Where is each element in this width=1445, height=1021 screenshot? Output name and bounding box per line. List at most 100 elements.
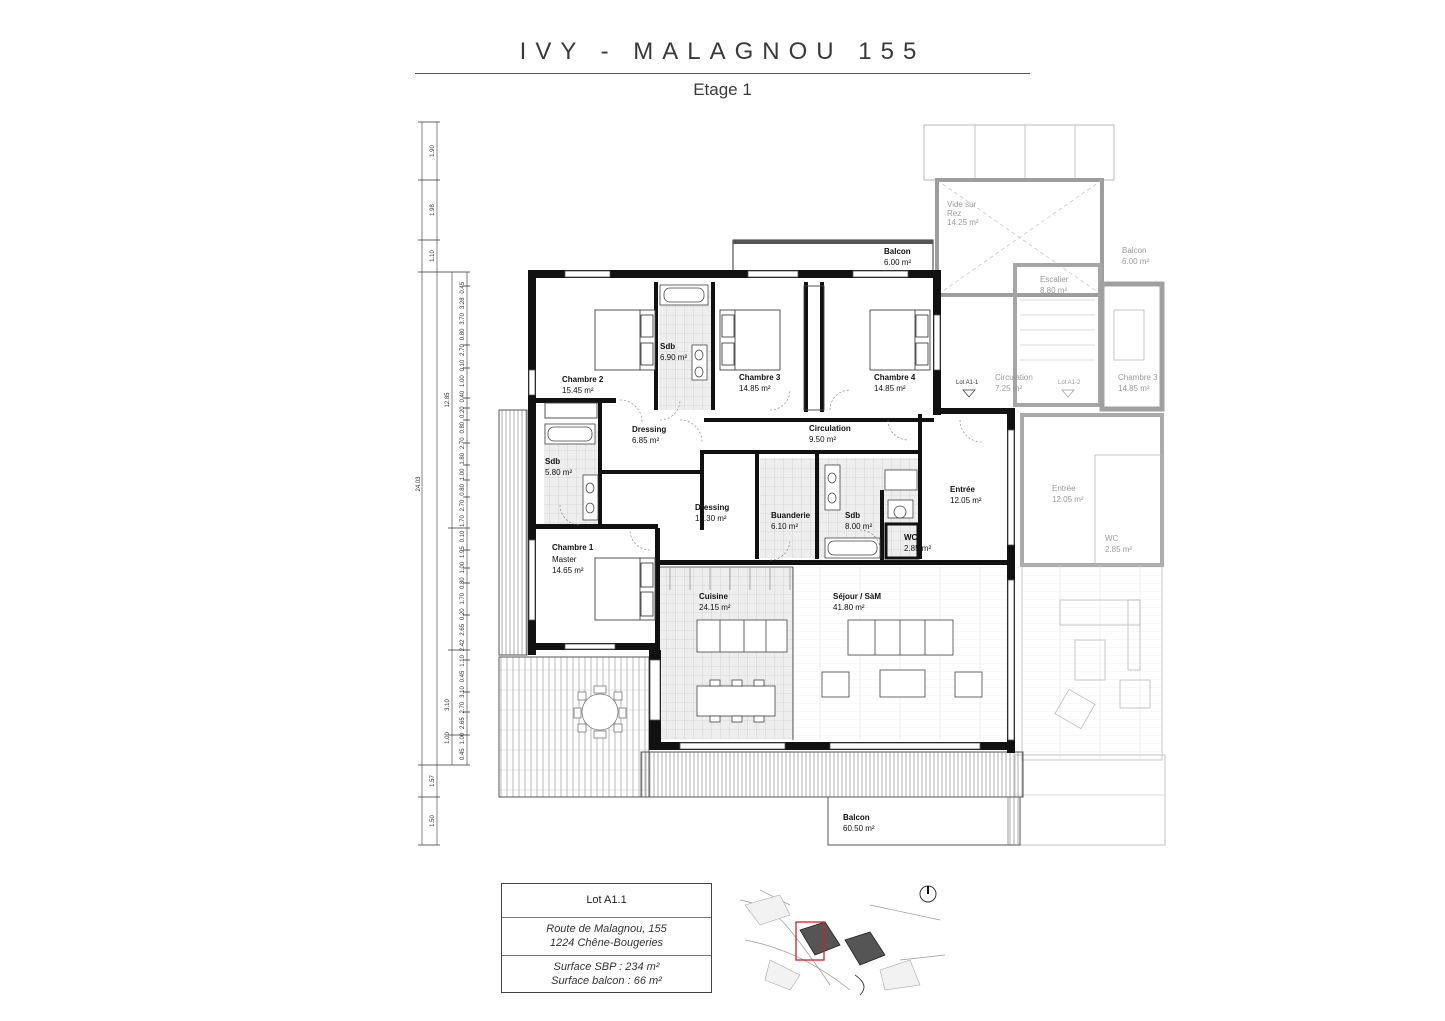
lot-marker-label: Lot A1-1 bbox=[956, 380, 979, 386]
room-area: 7.25 m² bbox=[995, 384, 1022, 393]
dim-label: 1.50 bbox=[430, 815, 436, 827]
dim-label: 3.10 bbox=[445, 699, 451, 711]
room-label: Balcon bbox=[884, 247, 911, 256]
floor-subtitle: Etage 1 bbox=[693, 80, 752, 99]
dim-label: 0.20 bbox=[460, 406, 466, 418]
room-area: 12.05 m² bbox=[950, 496, 982, 505]
room-label: Vide sur bbox=[947, 200, 977, 209]
room-area: 2.85 m² bbox=[1105, 545, 1132, 554]
terrace-south bbox=[640, 751, 1024, 846]
bath-fixtures bbox=[544, 284, 920, 560]
room-label: Chambre 2 bbox=[562, 375, 604, 384]
room-label: Dressing bbox=[632, 425, 666, 434]
dim-label: 3.10 bbox=[460, 686, 466, 698]
room-label: Escalier bbox=[1040, 275, 1069, 284]
dim-label: 1.10 bbox=[460, 654, 466, 666]
beds bbox=[544, 285, 931, 621]
lot-info-box: Lot A1.1 Route de Malagnou, 155 1224 Chê… bbox=[501, 883, 712, 993]
dim-label: 1.00 bbox=[460, 375, 466, 387]
surface-balcon: Surface balcon : 66 m² bbox=[551, 975, 662, 987]
dim-label: 0.45 bbox=[460, 670, 466, 682]
furniture bbox=[660, 566, 983, 740]
lot-marker-icon bbox=[1061, 389, 1075, 398]
address-line: Route de Malagnou, 155 bbox=[546, 923, 667, 935]
dim-label: 0.80 bbox=[460, 328, 466, 340]
dim-label: 2.70 bbox=[460, 344, 466, 356]
room-label: Circulation bbox=[995, 373, 1033, 382]
room-label: Chambre 3 bbox=[739, 373, 781, 382]
room-label: Chambre 3 bbox=[1118, 373, 1158, 382]
room-sublabel: Master bbox=[552, 555, 577, 564]
room-area: 6.00 m² bbox=[1122, 257, 1149, 266]
title-divider bbox=[415, 73, 1030, 74]
room-area: 14.85 m² bbox=[739, 384, 771, 393]
dim-label: 0.45 bbox=[460, 281, 466, 293]
room-label: Sdb bbox=[845, 511, 860, 520]
room-label: Balcon bbox=[843, 813, 870, 822]
room-area: 13.30 m² bbox=[695, 514, 727, 523]
room-area: 6.10 m² bbox=[771, 522, 798, 531]
room-area: 2.85 m² bbox=[904, 544, 931, 553]
room-labels: Chambre 2 15.45 m² Sdb 6.90 m² Chambre 3… bbox=[545, 247, 982, 833]
address-line: 1224 Chêne-Bougeries bbox=[549, 937, 664, 949]
room-area: 12.05 m² bbox=[1052, 495, 1084, 504]
dim-label: 1.80 bbox=[460, 452, 466, 464]
room-label: Sdb bbox=[660, 342, 675, 351]
room-area: 8.00 m² bbox=[845, 522, 872, 531]
dim-label: 0.80 bbox=[460, 483, 466, 495]
room-area: 14.25 m² bbox=[947, 218, 979, 227]
room-label: Buanderie bbox=[771, 511, 811, 520]
dim-label: 2.70 bbox=[460, 437, 466, 449]
north-arrow-icon bbox=[919, 885, 937, 903]
dim-label: 1.95 bbox=[460, 546, 466, 558]
room-label: Entrée bbox=[1052, 484, 1076, 493]
dim-label: 2.42 bbox=[460, 639, 466, 651]
neighbour-labels: Vide sur Rez 14.25 m² Balcon 6.00 m² Esc… bbox=[947, 200, 1158, 554]
dim-label: 12.85 bbox=[445, 392, 451, 408]
dim-label: 0.40 bbox=[460, 390, 466, 402]
dim-label: 2.65 bbox=[460, 717, 466, 729]
room-area: 14.85 m² bbox=[1118, 384, 1150, 393]
dim-label: 1.00 bbox=[460, 468, 466, 480]
dim-label: 1.00 bbox=[445, 732, 451, 744]
dim-label: 0.80 bbox=[460, 421, 466, 433]
neighbour-lot bbox=[923, 124, 1166, 846]
dim-label: 1.00 bbox=[460, 732, 466, 744]
room-label: Circulation bbox=[809, 424, 851, 433]
room-label: Balcon bbox=[1122, 246, 1146, 255]
dim-label: 1.98 bbox=[430, 204, 436, 216]
dimension-labels: 1.90 1.98 1.10 24.03 1.57 1.50 12.85 3.1… bbox=[416, 145, 466, 827]
dim-label: 0.80 bbox=[460, 577, 466, 589]
room-area: 60.50 m² bbox=[843, 824, 875, 833]
dim-label: 2.65 bbox=[460, 623, 466, 635]
lot-marker-label: Lot A1-2 bbox=[1058, 380, 1081, 386]
lot-surfaces: Surface SBP : 234 m² Surface balcon : 66… bbox=[502, 956, 711, 988]
site-plan-map bbox=[739, 889, 946, 996]
room-area: 14.85 m² bbox=[874, 384, 906, 393]
dim-label: 1.57 bbox=[430, 775, 436, 787]
dim-label: 1.90 bbox=[430, 145, 436, 157]
balcon-north bbox=[732, 239, 934, 274]
room-label: Entrée bbox=[950, 485, 975, 494]
dim-label: 1.00 bbox=[460, 561, 466, 573]
room-area: 6.90 m² bbox=[660, 353, 687, 362]
room-label: Sdb bbox=[545, 457, 560, 466]
surface-sbp: Surface SBP : 234 m² bbox=[553, 961, 660, 973]
dim-label: 1.10 bbox=[430, 250, 436, 262]
lot-markers: Lot A1-1 Lot A1-2 bbox=[956, 380, 1081, 398]
dim-label: 2.70 bbox=[460, 499, 466, 511]
room-label: Rez bbox=[947, 209, 961, 218]
dim-label: 24.03 bbox=[416, 476, 422, 492]
room-label: Dressing bbox=[695, 503, 729, 512]
room-area: 14.65 m² bbox=[552, 566, 584, 575]
dim-label: 1.70 bbox=[460, 592, 466, 604]
room-label: Chambre 4 bbox=[874, 373, 916, 382]
room-area: 8.80 m² bbox=[1040, 286, 1067, 295]
dim-label: 0.10 bbox=[460, 530, 466, 542]
lot-title: Lot A1.1 bbox=[502, 884, 711, 918]
dim-label: 3.28 bbox=[460, 297, 466, 309]
room-label: WC bbox=[904, 533, 918, 542]
dim-label: 0.45 bbox=[460, 748, 466, 760]
room-area: 24.15 m² bbox=[699, 603, 731, 612]
